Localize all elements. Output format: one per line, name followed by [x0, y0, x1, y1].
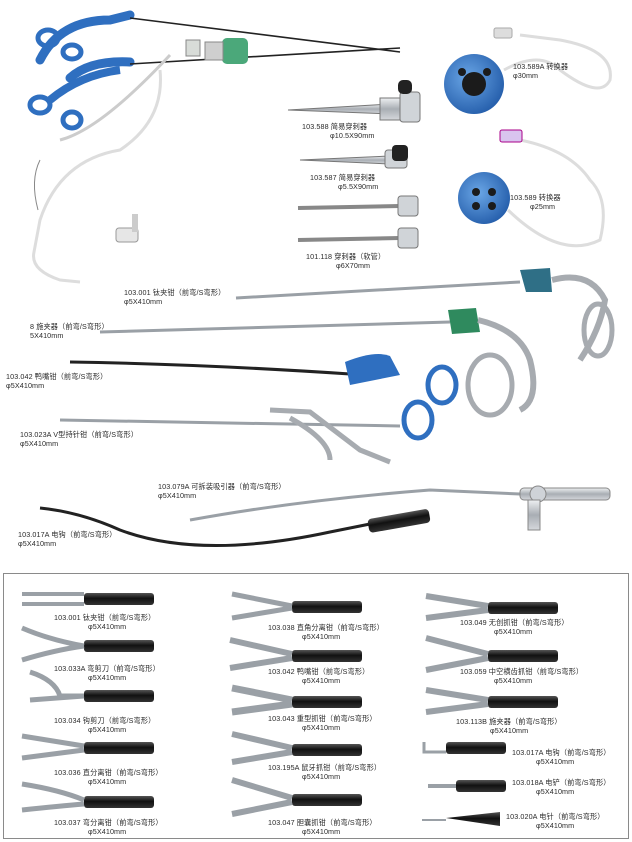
label-needle-holder: 103.023A V型持针钳（前弯/S弯形）φ5X410mm	[20, 430, 139, 448]
label-b2-4: 103.047 胆囊抓钳（前弯/S弯形）φ5X410mm	[268, 818, 377, 836]
label-trocar-soft: 101.118 穿刺器（软管）φ6X70mm	[306, 252, 386, 270]
label-b1-1: 103.033A 弯剪刀（前弯/S弯形）φ5X410mm	[54, 664, 160, 682]
label-b3-1: 103.059 中空横齿抓钳（前弯/S弯形）φ5X410mm	[460, 667, 584, 685]
label-titanium-clip: 103.001 钛夹钳（前弯/S弯形）φ5X410mm	[124, 288, 226, 306]
label-b3-2: 103.113B 施夹器（前弯/S弯形）φ5X410mm	[456, 717, 562, 735]
bottom-tips	[21, 591, 558, 826]
label-b1-3: 103.036 直分离钳（前弯/S弯形）φ5X410mm	[54, 768, 163, 786]
label-b1-0: 103.001 钛夹钳（前弯/S弯形）φ5X410mm	[54, 613, 156, 631]
clip-applier-long	[235, 268, 615, 362]
label-b3-5: 103.020A 电针（前弯/S弯形）φ5X410mm	[506, 812, 605, 830]
blue-forceps-set	[27, 10, 401, 284]
label-b3-3: 103.017A 电钩（前弯/S弯形）φ5X410mm	[512, 748, 611, 766]
label-b2-2: 103.043 重型抓钳（前弯/S弯形）φ5X410mm	[268, 714, 377, 732]
label-b1-2: 103.034 钩剪刀（前弯/S弯形）φ5X410mm	[54, 716, 156, 734]
trocar-10.5	[287, 80, 421, 123]
electric-hook	[39, 506, 431, 548]
duckbill-forceps	[69, 354, 459, 441]
suction-irrigator	[189, 485, 611, 531]
converter-25mm	[458, 129, 605, 248]
label-duckbill: 103.042 鸭嘴钳（前弯/S弯形）φ5X410mm	[6, 372, 108, 390]
label-b2-0: 103.038 直角分离钳（前弯/S弯形）φ5X410mm	[268, 623, 384, 641]
label-b3-0: 103.049 无创抓钳（前弯/S弯形）φ5X410mm	[460, 618, 569, 636]
label-b1-4: 103.037 弯分离钳（前弯/S弯形）φ5X410mm	[54, 818, 163, 836]
bottom-panel-border	[3, 573, 629, 839]
clip-applier-green	[99, 308, 537, 418]
label-b2-1: 103.042 鸭嘴钳（前弯/S弯形）φ5X410mm	[268, 667, 370, 685]
label-b2-3: 103.195A 鼠牙抓钳（前弯/S弯形）φ5X410mm	[268, 763, 382, 781]
needle-holder	[59, 407, 401, 465]
label-suction: 103.079A 可拆装吸引器（前弯/S弯形）φ5X410mm	[158, 482, 286, 500]
label-b3-4: 103.018A 电铲（前弯/S弯形）φ5X410mm	[512, 778, 611, 796]
label-electric-hook: 103.017A 电钩（前弯/S弯形）φ5X410mm	[18, 530, 117, 548]
label-clip-applier: 8 施夹器（前弯/S弯形）5X410mm	[30, 322, 109, 340]
trocar-soft	[297, 195, 419, 249]
converter-30mm	[444, 27, 612, 114]
trocar-5.5	[299, 145, 408, 169]
